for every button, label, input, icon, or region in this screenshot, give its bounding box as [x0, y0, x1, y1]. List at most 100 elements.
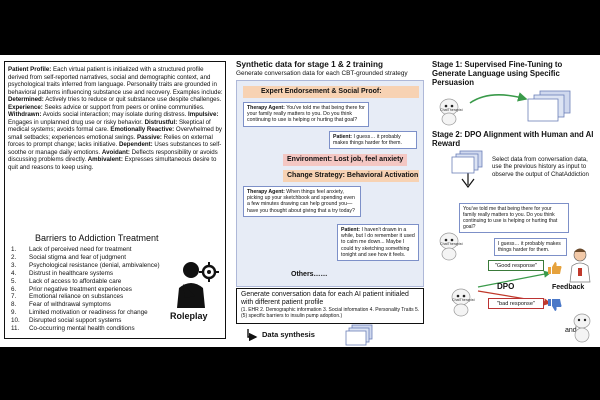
dpo-good-arrow	[477, 270, 552, 288]
stage2-title: Stage 2: DPO Alignment with Human and AI…	[432, 130, 594, 148]
item-text: Psychological resistance (denial, ambiva…	[29, 261, 160, 269]
list-item: 1. Lack of perceived need for treatment	[11, 246, 160, 254]
list-item: 3. Psychological resistance (denial, ambi…	[11, 262, 160, 270]
feedback-label: Feedback	[552, 284, 585, 291]
stacked-documents-icon	[345, 324, 373, 346]
item-number: 1.	[11, 246, 17, 253]
profile-desc: Overwhelmed by small setbacks; experienc…	[8, 126, 222, 141]
profile-term: Avoidant:	[101, 148, 130, 156]
speaker-label: Patient:	[333, 134, 353, 140]
stacked-documents-icon	[451, 150, 483, 174]
item-number: 2.	[11, 253, 17, 261]
stacked-documents-icon	[527, 90, 571, 122]
sft-green-arrow	[469, 92, 528, 104]
profile-term: Experience:	[8, 103, 43, 111]
patient-bubble: Patient: I guess… it probably makes thin…	[329, 131, 417, 150]
profile-desc: Deflects responsibility or avoids discus…	[8, 148, 218, 164]
figure-canvas: Patient Profile: Each virtual patient is…	[0, 55, 600, 347]
roleplay-label: Roleplay	[170, 311, 208, 321]
list-item: 7. Emotional reliance on substances	[11, 293, 160, 301]
profile-desc: Engages in unplanned drug use or risky b…	[8, 118, 145, 126]
profile-term: Passive:	[137, 133, 162, 141]
list-item: 5. Lack of access to affordable care	[11, 278, 160, 286]
profile-term: Emotionally Reactive:	[110, 126, 175, 133]
profile-term: Impulsive:	[188, 111, 219, 118]
synthetic-data-subtitle: Generate conversation data for each CBT-…	[236, 70, 408, 77]
item-number: 7.	[11, 293, 17, 301]
others-label: Others……	[291, 271, 328, 278]
list-item: 2. Social stigma and fear of judgment	[11, 254, 160, 262]
item-number: 5.	[11, 277, 17, 285]
bubble-text: I guess… it probably makes things harder…	[333, 134, 402, 147]
item-text: Distrust in healthcare systems	[29, 269, 113, 277]
item-number: 6.	[11, 285, 17, 293]
bad-response-label: "bad response"	[488, 298, 544, 309]
doctor-icon	[569, 248, 591, 283]
dpo-label: DPO	[497, 282, 515, 291]
list-item: 10.Disrupted social support systems	[11, 317, 160, 325]
chattherapist-robot-icon: ChatTherapist	[448, 287, 475, 317]
patient-profile-text: Patient Profile: Each virtual patient is…	[8, 66, 224, 171]
patient-bubble: Patient: I haven't drawn in a while, but…	[337, 224, 419, 262]
item-number: 10.	[11, 317, 20, 325]
robot-label: ChatTherapist	[452, 298, 475, 302]
profile-desc: Expresses simultaneous desire to quit an…	[8, 156, 217, 171]
data-synthesis-arrow	[247, 329, 258, 342]
bubble-text: You've told me that being there for your…	[247, 105, 365, 124]
good-response-label: "Good response"	[488, 260, 544, 271]
generate-conversation-box: Generate conversation data for each AI p…	[236, 288, 424, 324]
item-number: 3.	[11, 261, 17, 269]
generate-reference-text: (1. EHR 2. Demographic information 3. So…	[241, 307, 420, 319]
profile-desc: Avoids social interaction; may isolate d…	[41, 111, 189, 118]
data-synthesis-label: Data synthesis	[262, 330, 315, 339]
profile-desc: Uses substances to self-soothe or manage…	[8, 141, 222, 156]
generate-main-text: Generate conversation data for each AI p…	[241, 291, 409, 306]
thumbs-down-icon	[548, 299, 562, 311]
list-item: 9. Limited motivation or readiness for ch…	[11, 309, 160, 317]
list-item: 8. Fear of withdrawal symptoms	[11, 301, 160, 309]
profile-desc: Skeptical of medical systems; avoids for…	[8, 118, 211, 134]
strategy-strip-expert: Expert Endorsement & Social Proof:	[243, 86, 419, 98]
stage1-title: Stage 1: Supervised Fine-Tuning to Gener…	[432, 60, 563, 87]
patient-response-bubble: I guess… it probably makes things harder…	[494, 238, 567, 257]
item-number: 9.	[11, 309, 17, 317]
profile-term: Patient Profile:	[8, 66, 52, 73]
robot-label: ChatTherapist	[440, 108, 463, 112]
item-text: Social stigma and fear of judgment	[29, 253, 126, 261]
item-number: 8.	[11, 301, 17, 309]
therapy-agent-bubble: Therapy Agent: When things feel anxiety,…	[243, 186, 361, 217]
barriers-list: 1. Lack of perceived need for treatment 2…	[11, 246, 160, 333]
profile-term: Determined:	[8, 96, 44, 103]
barriers-title: Barriers to Addiction Treatment	[35, 233, 159, 243]
item-text: Emotional reliance on substances	[29, 293, 124, 301]
synthetic-data-title: Synthetic data for stage 1 & 2 training	[236, 60, 383, 69]
profile-desc: Relies on external forces to prompt chan…	[8, 133, 213, 149]
stage2-description: Select data from conversation data, use …	[492, 156, 589, 178]
patient-profile-panel: Patient Profile: Each virtual patient is…	[4, 61, 226, 339]
chattherapist-robot-icon: ChatTherapist	[436, 231, 463, 261]
item-text: Lack of perceived need for treatment	[29, 246, 132, 253]
speaker-label: Therapy Agent:	[247, 105, 285, 111]
list-item: 6.Prior negative treatment experiences	[11, 286, 160, 294]
profile-desc: Actively tries to reduce or quit substan…	[43, 96, 222, 103]
conversation-panel: Expert Endorsement & Social Proof: Thera…	[236, 80, 424, 287]
item-text: Limited motivation or readiness for chan…	[29, 309, 148, 317]
list-item: 11.Co-occurring mental health conditions	[11, 325, 160, 333]
chattherapist-robot-icon	[570, 311, 594, 343]
item-text: Co-occurring mental health conditions	[29, 325, 135, 333]
list-item: 4. Distrust in healthcare systems	[11, 270, 160, 278]
item-text: Fear of withdrawal symptoms	[29, 301, 111, 309]
profile-desc: Seeks advice or support from peers or on…	[42, 103, 205, 111]
bubble-text: I haven't drawn in a while, but I do rem…	[341, 227, 415, 258]
item-number: 4.	[11, 269, 17, 277]
bubble-text: When things feel anxiety, picking up you…	[247, 189, 355, 214]
person-with-gear-icon	[177, 262, 219, 308]
item-text: Lack of access to affordable care	[29, 277, 122, 285]
and-label: and	[565, 327, 577, 334]
thumbs-up-icon	[548, 262, 562, 274]
therapy-agent-bubble: Therapy Agent: You've told me that being…	[243, 102, 369, 127]
profile-desc: Each virtual patient is initialized with…	[8, 66, 223, 96]
profile-term: Ambivalent:	[87, 156, 123, 163]
environment-strip: Environment: Lost job, feel anxiety	[283, 154, 407, 166]
profile-term: Withdrawn:	[8, 111, 42, 118]
